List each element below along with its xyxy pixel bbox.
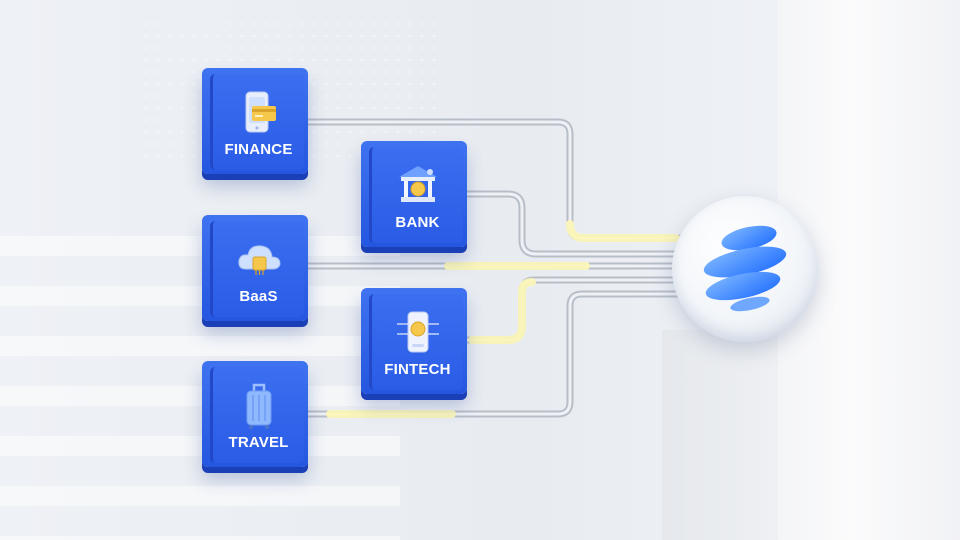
background-panel bbox=[662, 330, 778, 540]
node-travel[interactable]: TRAVEL bbox=[202, 361, 308, 467]
node-finance[interactable]: FINANCE bbox=[202, 68, 308, 174]
node-label: BANK bbox=[395, 214, 440, 231]
pipe-bank bbox=[462, 190, 694, 258]
globe-logo-icon bbox=[703, 225, 787, 312]
pipe-glow-finance bbox=[566, 220, 680, 242]
background-stripes bbox=[0, 236, 400, 540]
node-baas[interactable]: BaaS bbox=[202, 215, 308, 321]
phone-card-icon bbox=[245, 91, 276, 133]
phone-coin-circuit-icon bbox=[396, 311, 439, 353]
node-label: TRAVEL bbox=[228, 434, 289, 451]
suitcase-icon bbox=[246, 383, 271, 429]
pipe-fintech bbox=[462, 276, 694, 344]
node-label: FINTECH bbox=[384, 361, 451, 378]
bank-building-icon bbox=[398, 166, 437, 202]
hub-globe[interactable] bbox=[672, 196, 818, 342]
pipe-glow-fintech bbox=[468, 278, 536, 344]
node-label: BaaS bbox=[239, 288, 278, 305]
node-label: FINANCE bbox=[224, 141, 293, 158]
node-bank[interactable]: BANK bbox=[361, 141, 467, 247]
cloud-chip-icon bbox=[237, 245, 281, 275]
node-fintech[interactable]: FINTECH bbox=[361, 288, 467, 394]
